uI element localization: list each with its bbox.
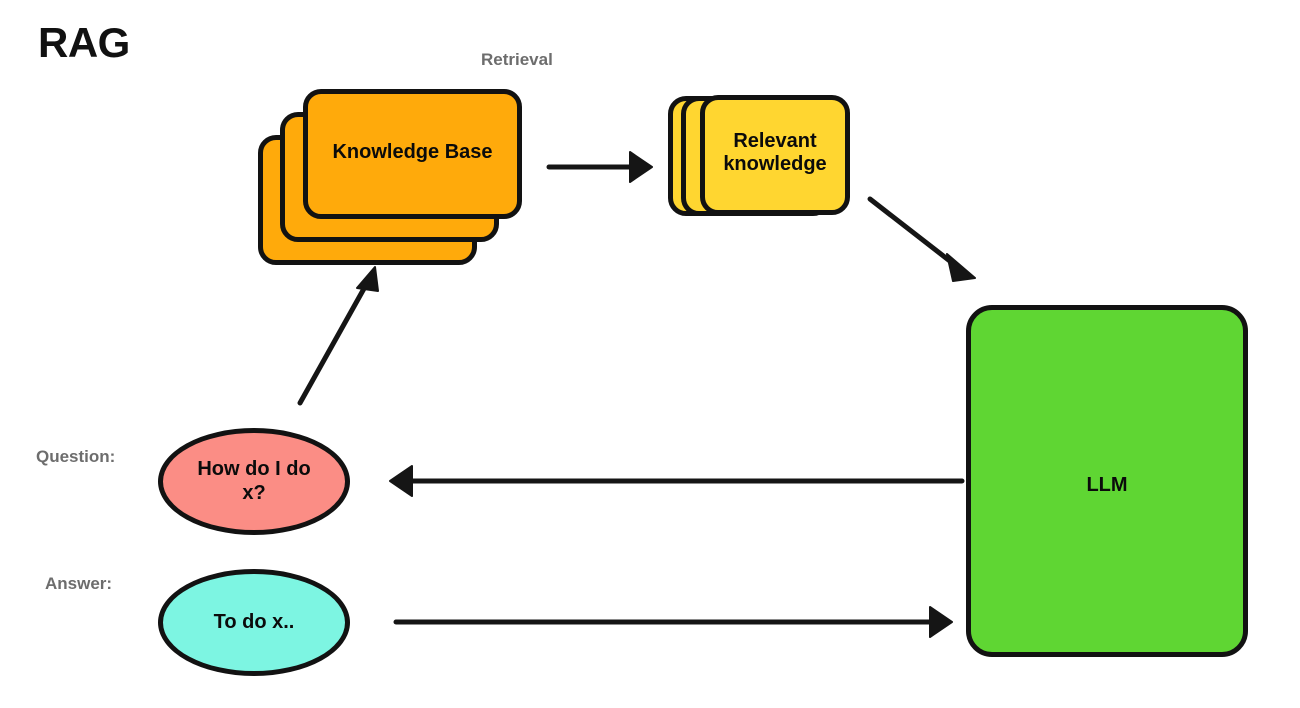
relevant-knowledge-card-front: Relevant knowledge — [700, 95, 850, 215]
answer-node[interactable]: To do x.. — [158, 569, 350, 676]
relevant-knowledge-label: Relevant knowledge — [723, 130, 827, 175]
arrow-relevant-knowledge-to-llm — [867, 196, 976, 282]
retrieval-caption: Retrieval — [481, 50, 553, 69]
arrow-llm-to-question — [389, 465, 965, 497]
arrow-answer-to-llm — [393, 606, 953, 638]
question-node[interactable]: How do I do x? — [158, 428, 350, 535]
page-title: RAG — [38, 19, 130, 66]
relevant-knowledge-node[interactable]: Relevant knowledge — [668, 95, 858, 217]
llm-node[interactable]: LLM — [966, 305, 1248, 657]
arrow-question-to-knowledge-base — [297, 266, 379, 406]
knowledge-base-card-front: Knowledge Base — [303, 89, 522, 219]
question-row-label: Question: — [36, 447, 116, 466]
knowledge-base-node[interactable]: Knowledge Base — [258, 89, 526, 265]
answer-row-label: Answer: — [45, 574, 113, 593]
llm-label: LLM — [1086, 474, 1128, 496]
knowledge-base-label: Knowledge Base — [332, 141, 493, 163]
question-text: How do I do x? — [197, 457, 311, 504]
arrow-knowledge-base-to-relevant-knowledge — [546, 151, 653, 183]
answer-text: To do x.. — [213, 610, 295, 633]
